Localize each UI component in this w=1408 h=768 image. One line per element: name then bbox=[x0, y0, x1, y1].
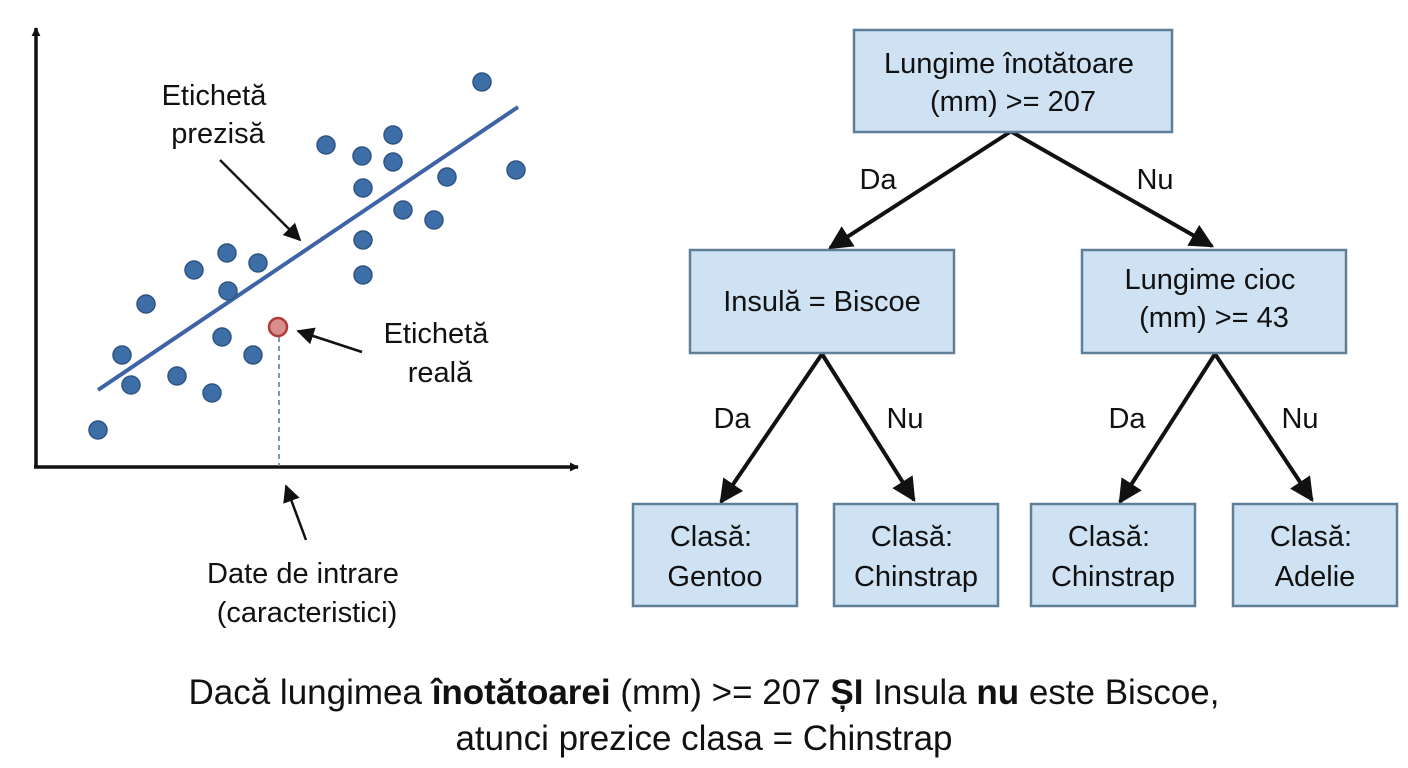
data-point bbox=[352, 146, 372, 166]
rule-caption-segment: înotătoarei bbox=[431, 673, 611, 712]
data-point bbox=[472, 72, 492, 92]
data-point bbox=[248, 253, 268, 273]
leaf-1-line-2: Gentoo bbox=[667, 561, 762, 593]
data-point bbox=[184, 260, 204, 280]
data-point bbox=[136, 294, 156, 314]
data-point bbox=[437, 167, 457, 187]
rule-caption-segment: nu bbox=[976, 673, 1020, 712]
leaf-chinstrap-left: Clasă: Chinstrap bbox=[832, 502, 1000, 608]
actual-label-line-1: Etichetă bbox=[384, 318, 490, 350]
leaf-3-line-2: Chinstrap bbox=[1051, 561, 1175, 593]
input-label-line-1: Date de intrare bbox=[207, 558, 399, 590]
rule-caption-segment: este Biscoe, bbox=[1019, 673, 1220, 712]
edge-left-to-leaf-2 bbox=[820, 352, 916, 503]
data-point bbox=[353, 178, 373, 198]
edge-root-to-left bbox=[827, 130, 1012, 250]
data-point bbox=[167, 366, 187, 386]
edge-label-left-no: Nu bbox=[886, 403, 923, 435]
tree-node-beak: Lungime cioc (mm) >= 43 bbox=[1080, 248, 1348, 355]
svg-text:Clasă: Adelie: Clasă: Adelie bbox=[1270, 521, 1360, 593]
svg-text:Clasă: Gentoo: Clasă: Gentoo bbox=[667, 521, 762, 593]
prediction-line bbox=[96, 105, 520, 392]
rule-caption-line-1: Dacă lungimea înotătoarei (mm) >= 207 ȘI… bbox=[0, 670, 1408, 716]
beak-node-line-1: Lungime cioc bbox=[1125, 264, 1296, 296]
data-point bbox=[353, 230, 373, 250]
data-point bbox=[243, 345, 263, 365]
leaf-2-line-2: Chinstrap bbox=[854, 561, 978, 593]
regression-panel: Etichetă prezisă Etichetă reală Date de … bbox=[31, 27, 579, 629]
root-node-line-1: Lungime înotătoare bbox=[884, 48, 1134, 80]
data-points bbox=[88, 72, 526, 440]
input-label-callout-arrow bbox=[283, 484, 308, 541]
edge-root-to-right bbox=[1011, 130, 1215, 248]
rule-caption-segment: Insula bbox=[863, 673, 977, 712]
beak-node-line-2: (mm) >= 43 bbox=[1139, 302, 1289, 334]
predicted-label-line-2: prezisă bbox=[171, 118, 265, 150]
data-point bbox=[383, 152, 403, 172]
edge-left-to-leaf-1 bbox=[719, 352, 824, 504]
data-point bbox=[121, 375, 141, 395]
data-point bbox=[212, 327, 232, 347]
edge-label-right-yes: Da bbox=[1108, 403, 1146, 435]
svg-text:Lungime înotătoare (mm: Lungime înotătoare (mm) >= 207 bbox=[884, 48, 1142, 118]
leaf-chinstrap-right: Clasă: Chinstrap bbox=[1029, 502, 1197, 608]
data-point bbox=[383, 125, 403, 145]
predicted-label-text: Etichetă prezisă bbox=[162, 80, 275, 150]
data-point bbox=[424, 210, 444, 230]
edge-label-root-yes: Da bbox=[859, 164, 897, 196]
rule-caption-segment: ȘI bbox=[830, 673, 864, 712]
predicted-label-callout-arrow bbox=[219, 159, 302, 242]
svg-text:Lungime cioc (mm) >= 4: Lungime cioc (mm) >= 43 bbox=[1125, 264, 1304, 334]
input-label-line-2: (caracteristici) bbox=[217, 597, 397, 629]
rule-caption: Dacă lungimea înotătoarei (mm) >= 207 ȘI… bbox=[0, 670, 1408, 762]
leaf-4-line-1: Clasă: bbox=[1270, 521, 1352, 553]
actual-label-callout-arrow bbox=[296, 327, 363, 354]
svg-text:Clasă: Chinstrap: Clasă: Chinstrap bbox=[854, 521, 978, 593]
leaf-3-line-1: Clasă: bbox=[1068, 521, 1150, 553]
data-point bbox=[393, 200, 413, 220]
actual-label-text: Etichetă reală bbox=[384, 318, 497, 389]
leaf-4-line-2: Adelie bbox=[1275, 561, 1356, 593]
data-point bbox=[353, 265, 373, 285]
data-point bbox=[316, 135, 336, 155]
data-point bbox=[88, 420, 108, 440]
root-node-line-2: (mm) >= 207 bbox=[930, 86, 1096, 118]
leaf-2-line-1: Clasă: bbox=[871, 521, 953, 553]
rule-caption-segment: (mm) >= 207 bbox=[610, 673, 831, 712]
leaf-adelie: Clasă: Adelie bbox=[1231, 502, 1399, 608]
data-point bbox=[202, 383, 222, 403]
actual-label-line-2: reală bbox=[408, 357, 473, 389]
input-features-label: Date de intrare (caracteristici) bbox=[207, 558, 407, 629]
data-point bbox=[506, 160, 526, 180]
rule-caption-segment: Dacă lungimea bbox=[188, 673, 432, 712]
island-node-text: Insulă = Biscoe bbox=[723, 286, 920, 318]
data-point bbox=[217, 243, 237, 263]
edge-label-right-no: Nu bbox=[1281, 403, 1318, 435]
tree-node-root: Lungime înotătoare (mm) >= 207 bbox=[852, 28, 1174, 134]
rule-caption-line-2: atunci prezice clasa = Chinstrap bbox=[455, 719, 953, 758]
decision-tree: Da Nu Da Nu Da Nu Lungime înotătoare (mm… bbox=[631, 28, 1399, 608]
figure-canvas: Etichetă prezisă Etichetă reală Date de … bbox=[31, 27, 1399, 629]
edge-label-left-yes: Da bbox=[713, 403, 751, 435]
leaf-gentoo: Clasă: Gentoo bbox=[631, 502, 799, 608]
leaf-1-line-1: Clasă: bbox=[670, 521, 752, 553]
edge-label-root-no: Nu bbox=[1136, 164, 1173, 196]
actual-label-point bbox=[267, 316, 289, 338]
edge-right-to-leaf-4 bbox=[1213, 352, 1314, 502]
tree-node-island: Insulă = Biscoe bbox=[688, 248, 956, 355]
predicted-label-line-1: Etichetă bbox=[162, 80, 268, 112]
data-point bbox=[112, 345, 132, 365]
data-point bbox=[218, 281, 238, 301]
svg-text:Clasă: Chinstrap: Clasă: Chinstrap bbox=[1051, 521, 1175, 593]
edge-right-to-leaf-3 bbox=[1118, 352, 1217, 505]
